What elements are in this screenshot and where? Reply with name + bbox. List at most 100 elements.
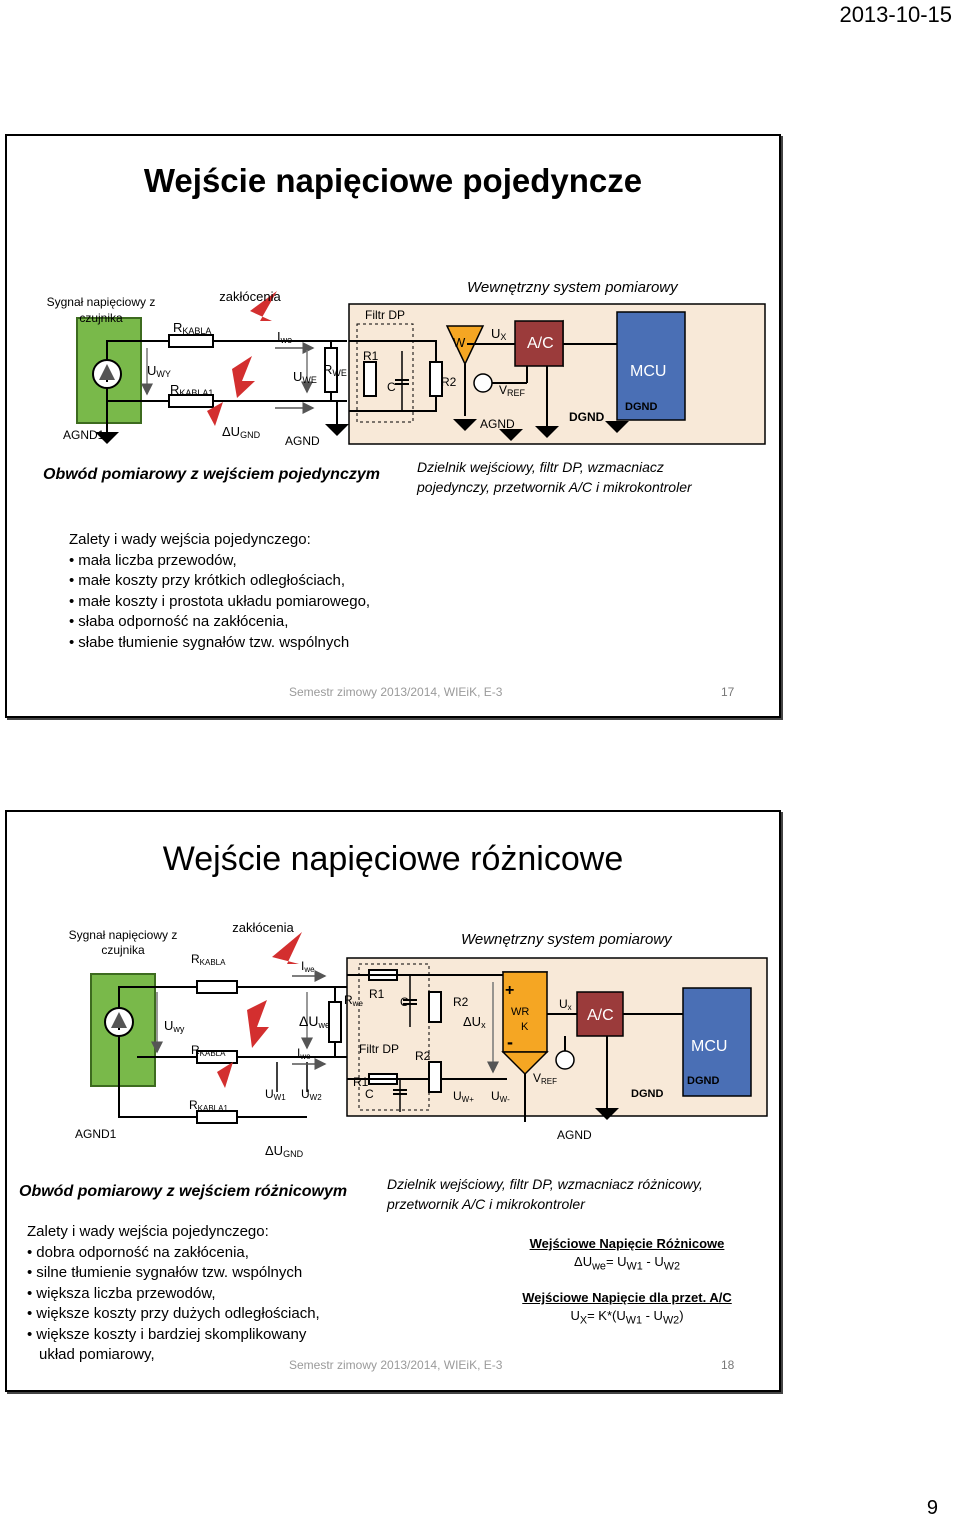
list-item: większa liczba przewodów,: [27, 1284, 320, 1305]
svg-text:MCU: MCU: [691, 1038, 727, 1055]
svg-text:zakłócenia: zakłócenia: [232, 920, 294, 935]
header-date: 2013-10-15: [839, 2, 952, 27]
noise-bolt-icon: [232, 356, 255, 398]
single-ended-circuit-diagram: Sygnał napięciowy z czujnika zakłócenia …: [47, 279, 766, 448]
svg-text:C: C: [400, 995, 409, 1009]
svg-text:AGND: AGND: [480, 417, 515, 431]
svg-text:RKABLA: RKABLA: [191, 1043, 226, 1058]
mcu-block: [682, 987, 752, 1097]
noise-label: zakłócenia: [219, 289, 281, 304]
svg-text:AGND1: AGND1: [75, 1127, 117, 1141]
svg-text:UW-: UW-: [491, 1089, 510, 1104]
svg-text:AGND1: AGND1: [63, 428, 105, 442]
slide-footer: Semestr zimowy 2013/2014, WIEiK, E-3: [289, 1358, 503, 1372]
r-kabla-resistor: [168, 334, 214, 348]
svg-text:Wewnętrzny system pomiarowy: Wewnętrzny system pomiarowy: [461, 931, 673, 948]
svg-text:R1: R1: [353, 1075, 369, 1089]
svg-text:VREF: VREF: [499, 383, 526, 398]
noise-bolt-icon: [207, 402, 223, 426]
slide-footer: Semestr zimowy 2013/2014, WIEiK, E-3: [289, 685, 503, 699]
svg-text:ΔUwe: ΔUwe: [299, 1013, 330, 1030]
svg-text:-: -: [507, 1032, 513, 1052]
svg-text:UW+: UW+: [453, 1089, 474, 1104]
svg-text:A/C: A/C: [587, 1007, 614, 1024]
svg-text:AGND: AGND: [285, 434, 320, 448]
svg-text:UWE: UWE: [293, 369, 317, 385]
svg-text:RKABLA: RKABLA: [173, 320, 211, 336]
list-item: małe koszty przy krótkich odległościach,: [69, 571, 370, 592]
page-number: 9: [926, 1497, 938, 1519]
sensor-label: Sygnał napięciowy z: [47, 295, 156, 309]
svg-text:Iwe: Iwe: [277, 329, 292, 345]
list-item: słabe tłumienie sygnałów tzw. wspólnych: [69, 633, 370, 654]
list-item: małe koszty i prostota układu pomiaroweg…: [69, 592, 370, 613]
svg-text:Iwe: Iwe: [301, 959, 315, 974]
r-kabla1-resistor: [168, 394, 214, 408]
filter-box: [356, 323, 414, 423]
caption-right: Dzielnik wejściowy, filtr DP, wzmacniacz…: [387, 1176, 703, 1212]
differential-circuit-diagram: Sygnał napięciowy z czujnika zakłócenia …: [69, 920, 768, 1159]
svg-text:UW2: UW2: [301, 1087, 322, 1102]
list-item: większe koszty przy dużych odległościach…: [27, 1304, 319, 1325]
svg-text:R1: R1: [369, 987, 385, 1001]
svg-text:Iwe: Iwe: [297, 1046, 311, 1061]
svg-text:W: W: [453, 335, 466, 350]
agnd1-ground-icon: [95, 432, 119, 444]
svg-text:ΔUx: ΔUx: [463, 1014, 486, 1030]
svg-text:UWY: UWY: [147, 363, 171, 379]
list-item: silne tłumienie sygnałów tzw. wspólnych: [27, 1263, 320, 1284]
mcu-block: [616, 311, 686, 421]
svg-text:RWE: RWE: [323, 362, 347, 378]
svg-text:Rwe: Rwe: [344, 993, 363, 1008]
agnd-ground-icon: [325, 424, 349, 436]
svg-text:DGND: DGND: [569, 410, 605, 424]
svg-text:R2: R2: [441, 375, 457, 389]
svg-text:+: +: [505, 982, 514, 999]
svg-text:DGND: DGND: [631, 1088, 663, 1100]
svg-text:Ux: Ux: [559, 997, 572, 1012]
svg-text:UX: UX: [491, 326, 506, 342]
svg-text:MCU: MCU: [630, 363, 666, 380]
equation-adc-voltage: Wejściowe Napięcie dla przet. A/C UX= K*…: [522, 1290, 732, 1327]
list-item: większe koszty i bardziej skomplikowany: [27, 1325, 320, 1346]
svg-text:DGND: DGND: [625, 401, 657, 413]
slide-18: Wejście napięciowe różnicowe: [5, 810, 781, 1392]
vref-source-icon: [473, 373, 493, 393]
svg-text:RKABLA: RKABLA: [191, 952, 226, 967]
svg-text:VREF: VREF: [533, 1071, 557, 1086]
svg-text:Wewnętrzny system pomiarowy: Wewnętrzny system pomiarowy: [467, 279, 679, 296]
svg-text:AGND: AGND: [557, 1128, 592, 1142]
svg-text:czujnika: czujnika: [79, 311, 123, 325]
svg-text:Filtr DP: Filtr DP: [365, 308, 405, 322]
equation-diff-voltage: Wejściowe Napięcie Różnicowe ΔUwe= UW1 -…: [529, 1236, 725, 1273]
noise-bolt-icon: [250, 291, 277, 321]
caption-left: Obwód pomiarowy z wejściem pojedynczym: [43, 466, 380, 483]
svg-text:ΔUGND: ΔUGND: [265, 1143, 304, 1159]
svg-text:DGND: DGND: [687, 1075, 719, 1087]
svg-text:Uwy: Uwy: [164, 1018, 185, 1034]
svg-text:A/C: A/C: [527, 335, 554, 352]
slide-title: Wejście napięciowe pojedyncze: [143, 162, 643, 199]
list-item: słaba odporność na zakłócenia,: [69, 612, 370, 633]
list-item: mała liczba przewodów,: [69, 551, 370, 572]
svg-text:Filtr DP: Filtr DP: [359, 1042, 399, 1056]
svg-text:C: C: [365, 1087, 374, 1101]
svg-text:ΔUGND: ΔUGND: [222, 424, 261, 440]
caption-left: Obwód pomiarowy z wejściem różnicowym: [19, 1183, 348, 1200]
svg-text:WR: WR: [511, 1006, 529, 1018]
pros-cons-list: Zalety i wady wejścia pojedynczego: mała…: [69, 530, 370, 653]
slide-number: 17: [721, 685, 735, 699]
slide-number: 18: [721, 1358, 735, 1372]
svg-text:R1: R1: [363, 349, 379, 363]
pros-cons-list: Zalety i wady wejścia pojedynczego: dobr…: [27, 1222, 320, 1366]
svg-text:R2: R2: [415, 1049, 431, 1063]
list-item: dobra odporność na zakłócenia,: [27, 1243, 320, 1264]
list-item-tail: układ pomiarowy,: [39, 1346, 155, 1363]
svg-text:RKABLA1: RKABLA1: [170, 382, 213, 398]
svg-text:czujnika: czujnika: [101, 943, 145, 957]
svg-text:Sygnał napięciowy z: Sygnał napięciowy z: [69, 928, 178, 942]
caption-right: Dzielnik wejściowy, filtr DP, wzmacniacz…: [417, 459, 692, 495]
slide-title: Wejście napięciowe różnicowe: [162, 840, 624, 878]
svg-text:C: C: [387, 380, 396, 394]
svg-text:UW1: UW1: [265, 1087, 286, 1102]
